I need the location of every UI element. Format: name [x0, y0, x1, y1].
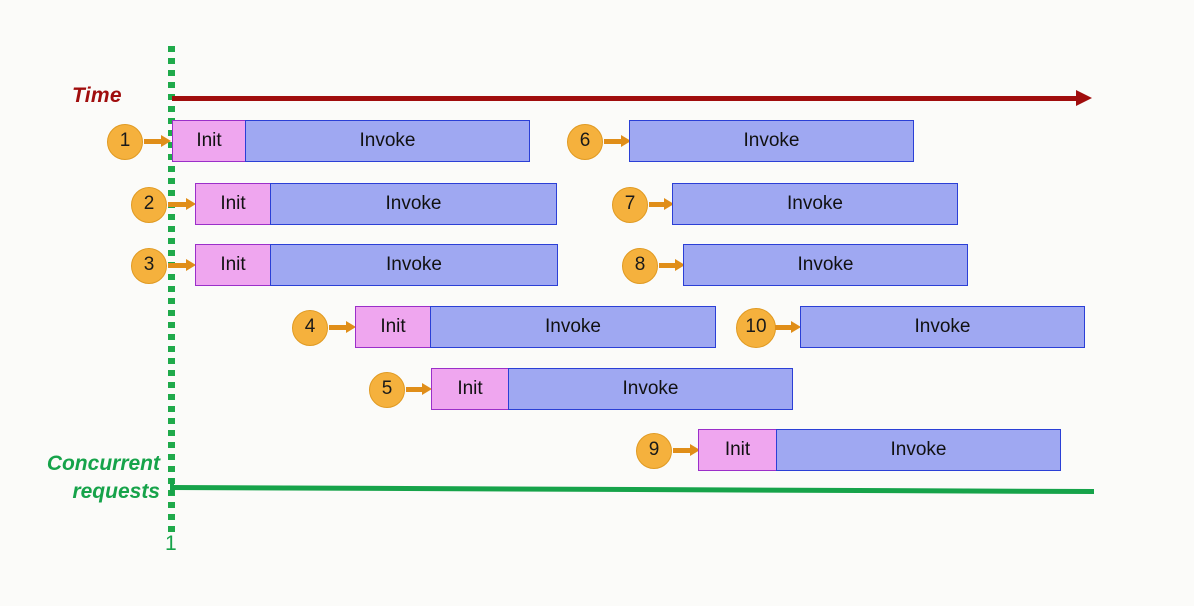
- request-row: 7 Invoke: [0, 183, 1194, 225]
- time-axis-arrowhead-icon: [1076, 90, 1092, 106]
- invoke-segment[interactable]: Invoke: [629, 120, 914, 162]
- concurrency-guide-dotted-line: [168, 46, 175, 534]
- init-segment[interactable]: Init: [355, 306, 431, 348]
- arrow-head-icon: [346, 321, 356, 333]
- request-arrow-icon: [144, 135, 171, 147]
- invoke-segment[interactable]: Invoke: [270, 244, 558, 286]
- arrow-shaft: [329, 325, 347, 330]
- request-badge-4[interactable]: 4: [292, 310, 328, 346]
- request-arrow-icon: [775, 321, 801, 333]
- request-badge-3[interactable]: 3: [131, 248, 167, 284]
- arrow-head-icon: [690, 444, 700, 456]
- arrow-shaft: [168, 263, 187, 268]
- concurrency-axis-line: [170, 478, 1094, 495]
- concurrent-requests-label-line2: requests: [72, 480, 160, 503]
- arrow-shaft: [673, 448, 691, 453]
- arrow-head-icon: [621, 135, 631, 147]
- request-badge-10[interactable]: 10: [736, 308, 776, 348]
- init-segment[interactable]: Init: [195, 244, 271, 286]
- request-badge-2[interactable]: 2: [131, 187, 167, 223]
- invoke-segment[interactable]: Invoke: [683, 244, 968, 286]
- arrow-head-icon: [664, 198, 674, 210]
- init-segment[interactable]: Init: [195, 183, 271, 225]
- invoke-segment[interactable]: Invoke: [245, 120, 530, 162]
- arrow-shaft: [649, 202, 665, 207]
- invoke-segment[interactable]: Invoke: [800, 306, 1085, 348]
- request-badge-7[interactable]: 7: [612, 187, 648, 223]
- arrow-head-icon: [186, 259, 196, 271]
- request-arrow-icon: [673, 444, 700, 456]
- arrow-head-icon: [161, 135, 171, 147]
- concurrent-requests-label-line1: Concurrent: [46, 452, 160, 475]
- init-segment[interactable]: Init: [431, 368, 509, 410]
- arrow-head-icon: [422, 383, 432, 395]
- request-arrow-icon: [168, 259, 196, 271]
- request-row: 6 Invoke: [0, 120, 1194, 162]
- arrow-head-icon: [186, 198, 196, 210]
- request-arrow-icon: [604, 135, 631, 147]
- request-badge-8[interactable]: 8: [622, 248, 658, 284]
- invoke-segment[interactable]: Invoke: [508, 368, 793, 410]
- invoke-segment[interactable]: Invoke: [430, 306, 716, 348]
- arrow-head-icon: [791, 321, 801, 333]
- request-row: 8 Invoke: [0, 244, 1194, 286]
- concurrency-tick-label: 1: [165, 532, 177, 555]
- arrow-shaft: [168, 202, 187, 207]
- concurrent-requests-axis-label: Concurrent requests: [0, 450, 160, 506]
- time-axis-arrow: [172, 90, 1092, 106]
- arrow-shaft: [406, 387, 423, 392]
- init-segment[interactable]: Init: [698, 429, 777, 471]
- arrow-shaft: [775, 325, 792, 330]
- invoke-segment[interactable]: Invoke: [672, 183, 958, 225]
- time-axis-shaft: [172, 96, 1078, 101]
- request-badge-1[interactable]: 1: [107, 124, 143, 160]
- request-arrow-icon: [406, 383, 432, 395]
- request-badge-5[interactable]: 5: [369, 372, 405, 408]
- concurrency-axis-shaft: [170, 485, 1094, 495]
- arrow-shaft: [604, 139, 622, 144]
- invoke-segment[interactable]: Invoke: [776, 429, 1061, 471]
- time-axis-label: Time: [72, 84, 122, 107]
- request-arrow-icon: [168, 198, 196, 210]
- request-row: 10 Invoke: [0, 306, 1194, 348]
- request-arrow-icon: [659, 259, 685, 271]
- arrow-shaft: [659, 263, 676, 268]
- request-arrow-icon: [329, 321, 356, 333]
- init-segment[interactable]: Init: [172, 120, 246, 162]
- arrow-shaft: [144, 139, 162, 144]
- arrow-head-icon: [675, 259, 685, 271]
- invoke-segment[interactable]: Invoke: [270, 183, 557, 225]
- request-arrow-icon: [649, 198, 674, 210]
- request-badge-9[interactable]: 9: [636, 433, 672, 469]
- request-badge-6[interactable]: 6: [567, 124, 603, 160]
